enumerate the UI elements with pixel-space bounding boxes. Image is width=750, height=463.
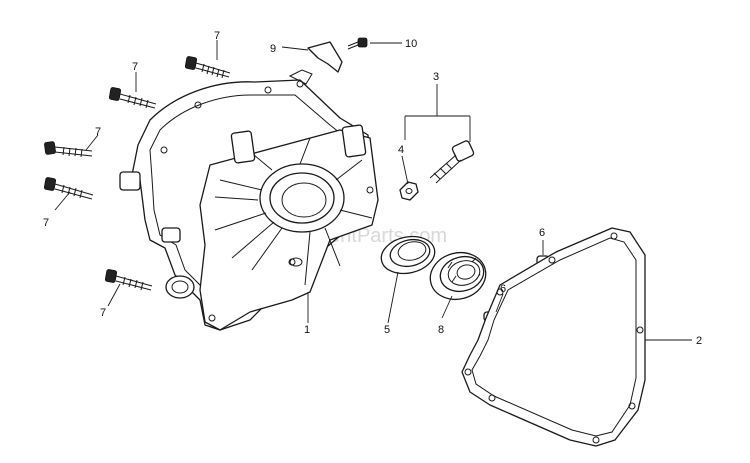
washer [399,181,419,201]
callout-7-lower-left: 7 [43,217,49,229]
leader-lines [54,40,692,341]
callout-7-top: 7 [214,30,220,42]
callout-7-middle-left: 7 [95,126,101,138]
callout-6-upper: 6 [539,227,545,239]
bolt-4 [43,177,94,200]
bolt-3 [44,141,93,158]
callout-labels: 7 7 7 7 7 9 10 3 4 6 6 5 8 1 2 [43,30,702,347]
callout-9: 9 [270,43,276,55]
bracket [307,41,343,73]
callout-10: 10 [405,38,417,50]
bearing [429,251,487,301]
callout-8: 8 [438,324,444,336]
callout-2: 2 [696,335,702,347]
callout-4: 4 [398,144,404,156]
bolt-2 [108,87,157,109]
callout-3: 3 [433,71,439,83]
callout-7-bottom: 7 [100,307,106,319]
oil-seal [380,235,436,275]
callout-1: 1 [304,324,310,336]
crankcase-cover [119,69,379,331]
bolt-1 [184,56,231,79]
gasket [461,227,646,447]
callout-5: 5 [384,324,390,336]
screw-10 [347,37,368,50]
drain-plug [429,140,475,184]
callout-6-lower: 6 [500,283,506,295]
bolt-5 [104,269,153,291]
callout-7-upper-left: 7 [132,61,138,73]
